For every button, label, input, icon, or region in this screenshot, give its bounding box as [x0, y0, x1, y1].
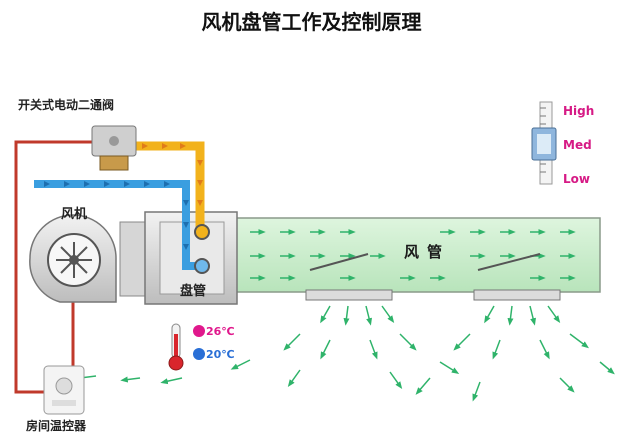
room-thermostat [43, 365, 85, 415]
thermometer-icon [168, 323, 184, 371]
temp-high-label: 26℃ [206, 325, 235, 338]
coil-outlet-fitting [194, 258, 210, 274]
coil-inlet-fitting [194, 224, 210, 240]
speed-high-label: High [563, 104, 595, 118]
speed-med-label: Med [563, 138, 592, 152]
coil-label: 盘管 [180, 284, 207, 299]
coil-box [144, 211, 238, 305]
valve-label: 开关式电动二通阀 [18, 98, 115, 112]
discharge-airflow [76, 305, 615, 402]
thermostat-label: 房间温控器 [26, 419, 87, 433]
diffuser-left [305, 253, 393, 301]
duct-label: 风管 [404, 243, 451, 261]
fan-unit [29, 214, 151, 303]
control-wires [14, 140, 100, 394]
diagram-title: 风机盘管工作及控制原理 [201, 10, 422, 34]
temp-low-dot [193, 348, 205, 360]
diffuser-right [473, 253, 561, 301]
duct-airflow [250, 229, 576, 281]
temp-high-dot [193, 325, 205, 337]
temp-low-label: 20℃ [206, 348, 235, 361]
speed-low-label: Low [563, 172, 590, 186]
fan-speed-switch [531, 101, 557, 185]
two-way-valve [91, 125, 137, 171]
fan-label: 风机 [61, 207, 88, 222]
